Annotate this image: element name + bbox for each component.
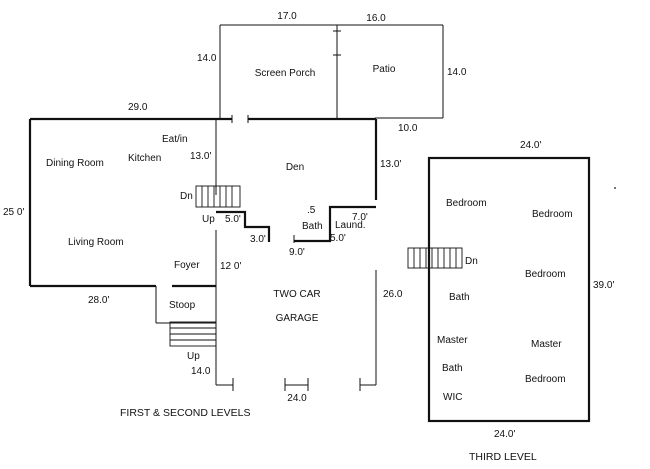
dim-garage-26: 26.0 xyxy=(383,289,403,300)
dim-step-9: 9.0' xyxy=(289,247,305,258)
room-living: Living Room xyxy=(68,237,124,248)
dim-patio-top: 16.0 xyxy=(366,13,386,24)
third-level-walls xyxy=(427,156,591,423)
caption-third: THIRD LEVEL xyxy=(469,451,537,463)
room-screen-porch: Screen Porch xyxy=(255,68,316,79)
room-master-bedroom: Bedroom xyxy=(525,374,566,385)
stair-interior xyxy=(195,185,241,208)
stair-dn-main: Dn xyxy=(180,191,193,202)
room-half-bath-num: .5 xyxy=(307,205,316,216)
dim-main-top: 29.0 xyxy=(128,102,148,113)
dim-den-right: 13.0' xyxy=(380,159,401,170)
dim-laund-7: 7.0' xyxy=(352,212,368,223)
room-half-bath-word: Bath xyxy=(302,221,323,232)
room-foyer: Foyer xyxy=(174,260,200,271)
dim-foyer-12: 12 0' xyxy=(220,261,241,272)
room-eat-in: Eat/in xyxy=(162,134,188,145)
dim-stair-5: 5.0' xyxy=(225,214,241,225)
room-patio: Patio xyxy=(373,64,396,75)
dim-step-3: 3.0' xyxy=(250,234,266,245)
dim-main-left: 25 0' xyxy=(3,207,24,218)
dim-patio-right: 14.0 xyxy=(447,67,467,78)
dim-laund-5: 5.0' xyxy=(330,233,346,244)
stair-stoop xyxy=(169,321,217,347)
room-wic: WIC xyxy=(443,392,462,403)
dim-porch-left: 14.0 xyxy=(197,53,217,64)
dim-main-bottom: 28.0' xyxy=(88,295,109,306)
room-bedroom-3: Bedroom xyxy=(525,269,566,280)
main-house-walls xyxy=(28,117,378,391)
room-dining: Dining Room xyxy=(46,158,104,169)
dim-third-right: 39.0' xyxy=(593,280,614,291)
room-garage-1: TWO CAR xyxy=(273,289,320,300)
stair-dn-third: Dn xyxy=(465,256,478,267)
room-bedroom-2: Bedroom xyxy=(532,209,573,220)
dim-third-bottom: 24.0' xyxy=(494,429,515,440)
dim-third-top: 24.0' xyxy=(520,140,541,151)
room-bedroom-1: Bedroom xyxy=(446,198,487,209)
room-master-bath: Bath xyxy=(442,363,463,374)
room-master-1: Master xyxy=(437,335,468,346)
room-kitchen: Kitchen xyxy=(128,153,161,164)
dim-stoop-14: 14.0 xyxy=(191,366,211,377)
stair-up-main: Up xyxy=(202,214,215,225)
room-master-2: Master xyxy=(531,339,562,350)
stair-up-stoop: Up xyxy=(187,351,200,362)
room-stoop: Stoop xyxy=(169,300,196,311)
dim-porch-top: 17.0 xyxy=(277,11,297,22)
stray-dot xyxy=(614,187,616,189)
room-garage-2: GARAGE xyxy=(276,313,319,324)
stair-third xyxy=(407,247,463,269)
dim-patio-bottom: 10.0 xyxy=(398,123,418,134)
dim-garage-bottom: 24.0 xyxy=(287,393,307,404)
caption-first-second: FIRST & SECOND LEVELS xyxy=(120,407,251,419)
room-bath-third: Bath xyxy=(449,292,470,303)
dim-kitchen-side: 13.0' xyxy=(190,151,211,162)
porch-patio-walls xyxy=(219,24,444,123)
room-laundry: Laund. xyxy=(335,220,366,231)
room-den: Den xyxy=(286,162,304,173)
